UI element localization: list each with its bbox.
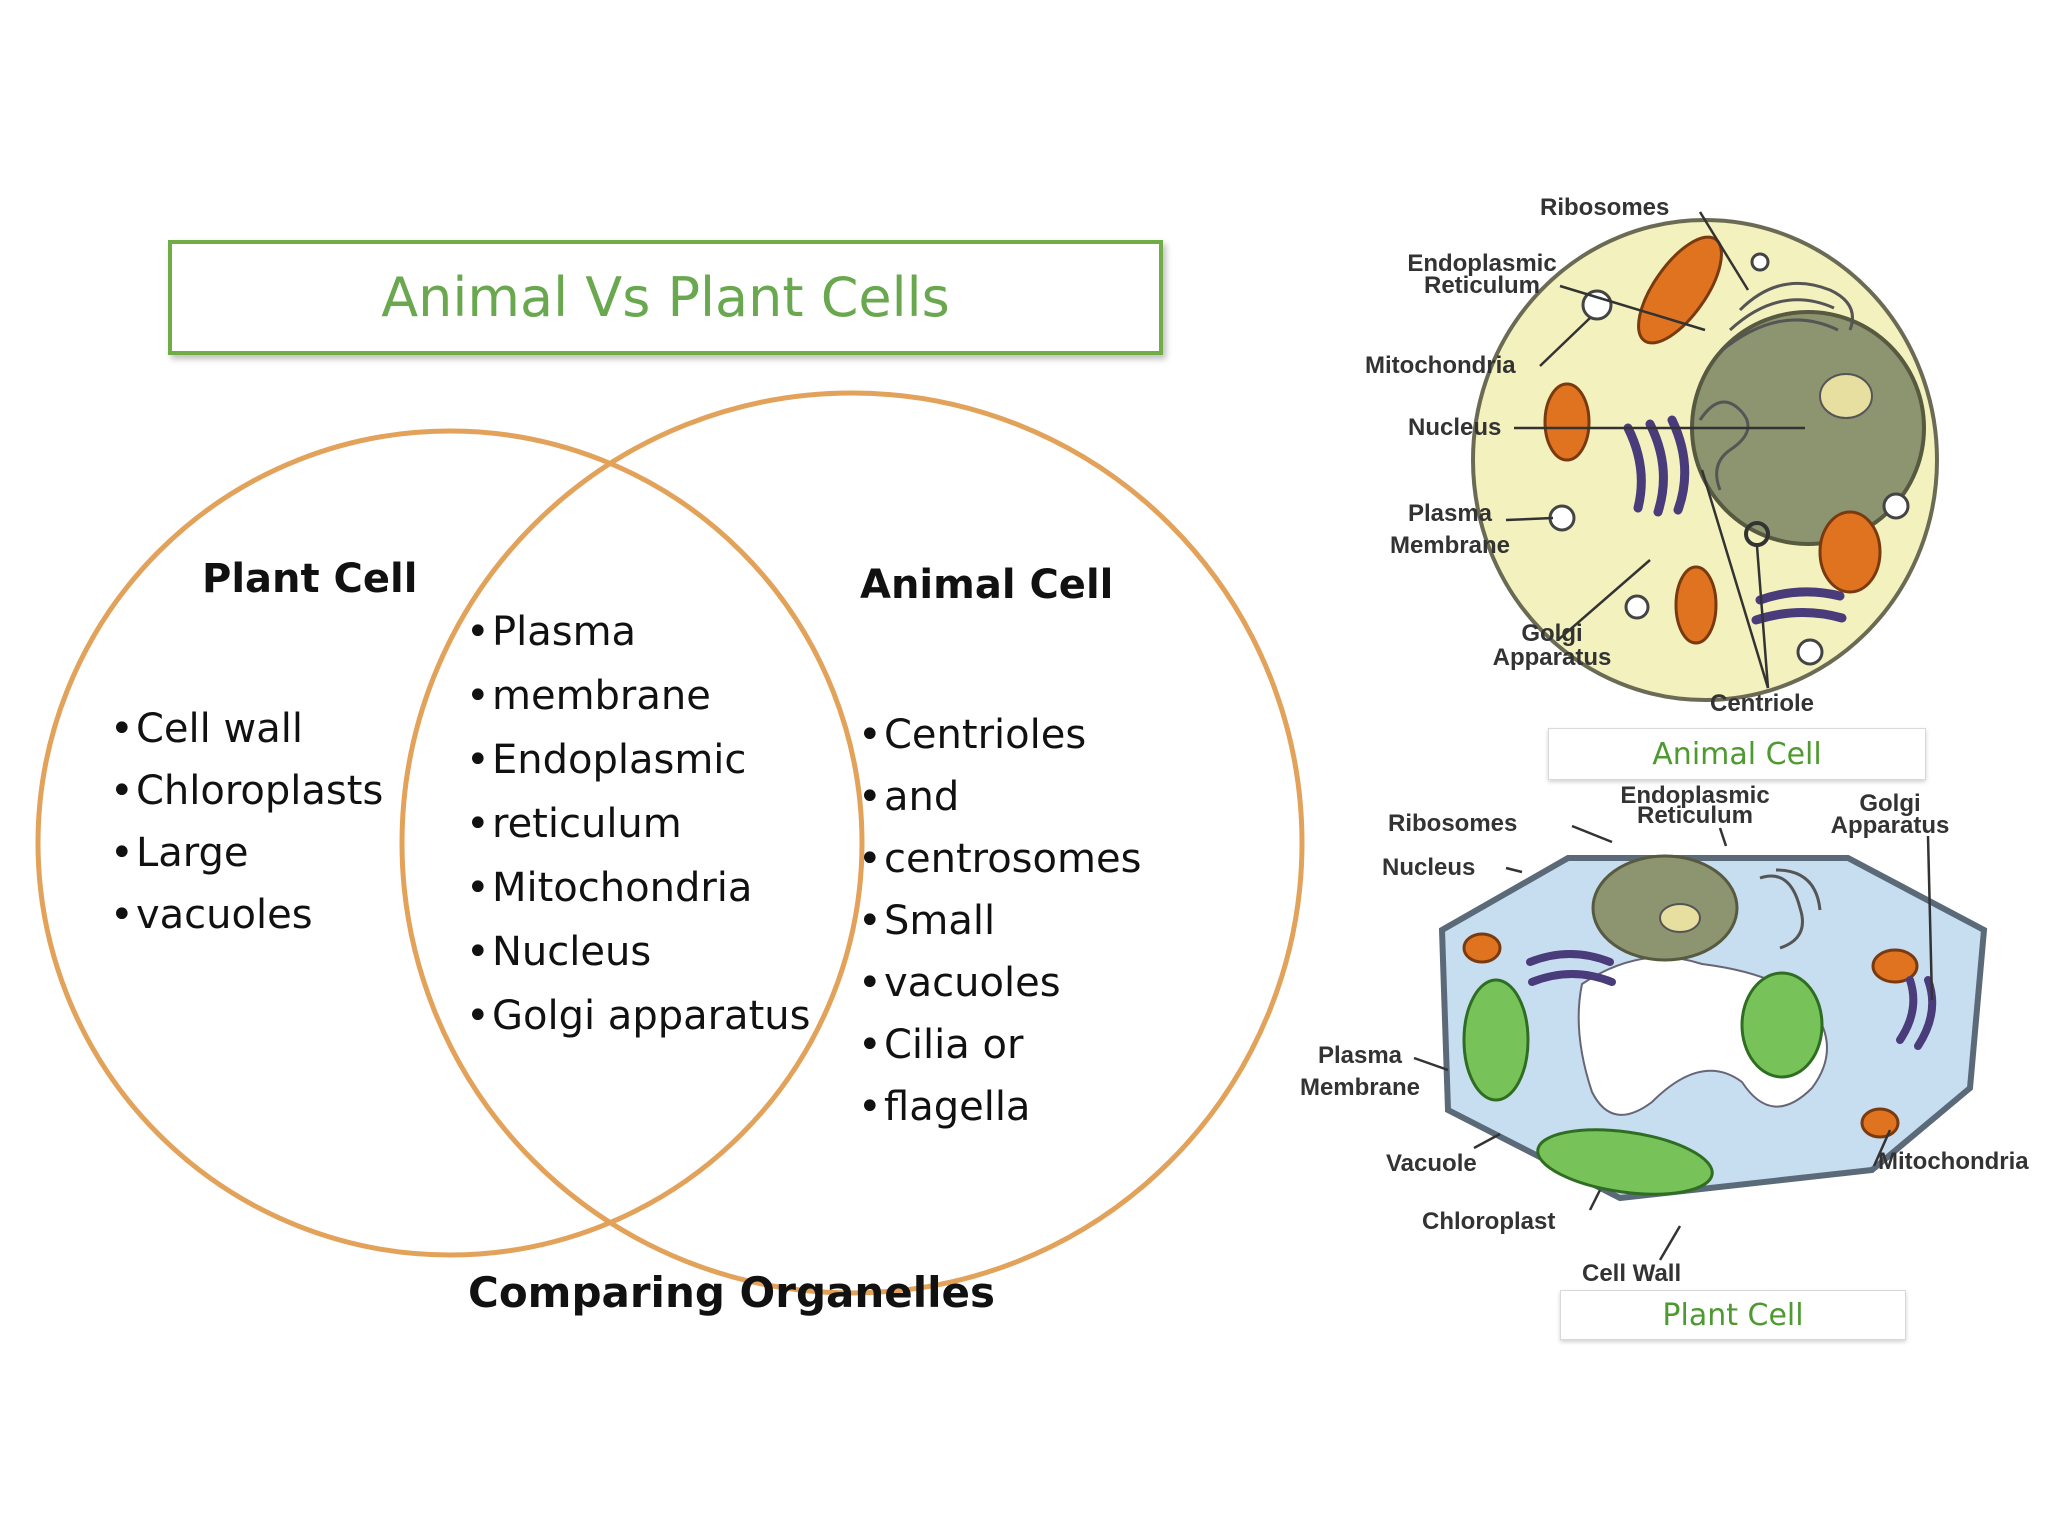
shared-list: Plasma membrane Endoplasmic reticulum Mi… <box>466 600 810 1048</box>
list-item: membrane <box>466 664 810 728</box>
slide-title: Animal Vs Plant Cells <box>381 266 950 329</box>
label-plant-er-line2: Reticulum <box>1636 802 1753 829</box>
list-item: Large <box>110 822 383 884</box>
label-golgi-line1: Golgi <box>1521 620 1583 647</box>
list-item: Chloroplasts <box>110 760 383 822</box>
animal-vesicles <box>1548 252 1910 666</box>
list-item: Nucleus <box>466 920 810 984</box>
label-plant-chloroplast: Chloroplast <box>1422 1208 1556 1235</box>
animal-circle <box>399 390 1305 1296</box>
animal-cell-caption: Animal Cell <box>1548 728 1926 780</box>
label-er-line1: Endoplasmic <box>1407 250 1557 277</box>
list-item: Mitochondria <box>466 856 810 920</box>
plant-leader-lines <box>1413 824 1934 1261</box>
list-item: reticulum <box>466 792 810 856</box>
plant-cell-illustration <box>1413 824 1988 1261</box>
list-item: Endoplasmic <box>466 728 810 792</box>
animal-golgi <box>1623 415 1847 625</box>
nucleolus <box>1819 373 1873 419</box>
label-plant-ribosomes: Ribosomes <box>1388 810 1518 837</box>
label-er-line2: Reticulum <box>1423 272 1540 299</box>
list-item: centrosomes <box>858 828 1141 890</box>
list-item: and <box>858 766 1141 828</box>
label-plant-vacuole: Vacuole <box>1386 1150 1477 1177</box>
animal-cell-illustration <box>1471 211 1939 702</box>
label-plant-golgi-line1: Golgi <box>1859 790 1921 817</box>
list-item: Centrioles <box>858 704 1141 766</box>
label-plant-cell-wall: Cell Wall <box>1582 1260 1682 1287</box>
list-item: Small <box>858 890 1141 952</box>
plant-golgi <box>1526 950 1937 1050</box>
list-item: Golgi apparatus <box>466 984 810 1048</box>
label-nucleus: Nucleus <box>1408 414 1502 441</box>
plant-er <box>1759 868 1822 950</box>
animal-heading: Animal Cell <box>860 562 1114 608</box>
plant-heading: Plant Cell <box>202 556 418 602</box>
list-item: vacuoles <box>858 952 1141 1014</box>
title-box: Animal Vs Plant Cells <box>168 240 1163 355</box>
label-plasma-line1: Plasma <box>1407 500 1493 527</box>
label-plant-golgi-line2: Apparatus <box>1830 812 1950 839</box>
animal-er <box>1698 281 1854 491</box>
label-mitochondria: Mitochondria <box>1365 352 1516 379</box>
label-golgi-line2: Apparatus <box>1492 644 1612 671</box>
label-plasma-line2: Membrane <box>1389 532 1511 559</box>
list-item: flagella <box>858 1076 1141 1138</box>
label-plant-plasma-line2: Membrane <box>1299 1074 1421 1101</box>
plant-chloroplasts <box>1462 971 1824 1196</box>
plant-list: Cell wall Chloroplasts Large vacuoles <box>110 698 383 946</box>
label-centriole: Centriole <box>1710 690 1815 717</box>
centriole <box>1744 521 1770 547</box>
label-plant-nucleus: Nucleus <box>1382 854 1476 881</box>
animal-leader-lines <box>1505 211 1805 689</box>
list-item: vacuoles <box>110 884 383 946</box>
list-item: Cilia or <box>858 1014 1141 1076</box>
plant-cell-caption: Plant Cell <box>1560 1290 1906 1340</box>
list-item: Cell wall <box>110 698 383 760</box>
label-plant-er-line1: Endoplasmic <box>1620 782 1770 809</box>
label-plant-mitochondria: Mitochondria <box>1878 1148 2029 1175</box>
list-item: Plasma <box>466 600 810 664</box>
plant-nucleolus <box>1659 903 1701 933</box>
label-ribosomes: Ribosomes <box>1540 194 1670 221</box>
animal-list: Centrioles and centrosomes Small vacuole… <box>858 704 1141 1138</box>
label-plant-plasma-line1: Plasma <box>1317 1042 1403 1069</box>
venn-caption: Comparing Organelles <box>468 1268 996 1317</box>
